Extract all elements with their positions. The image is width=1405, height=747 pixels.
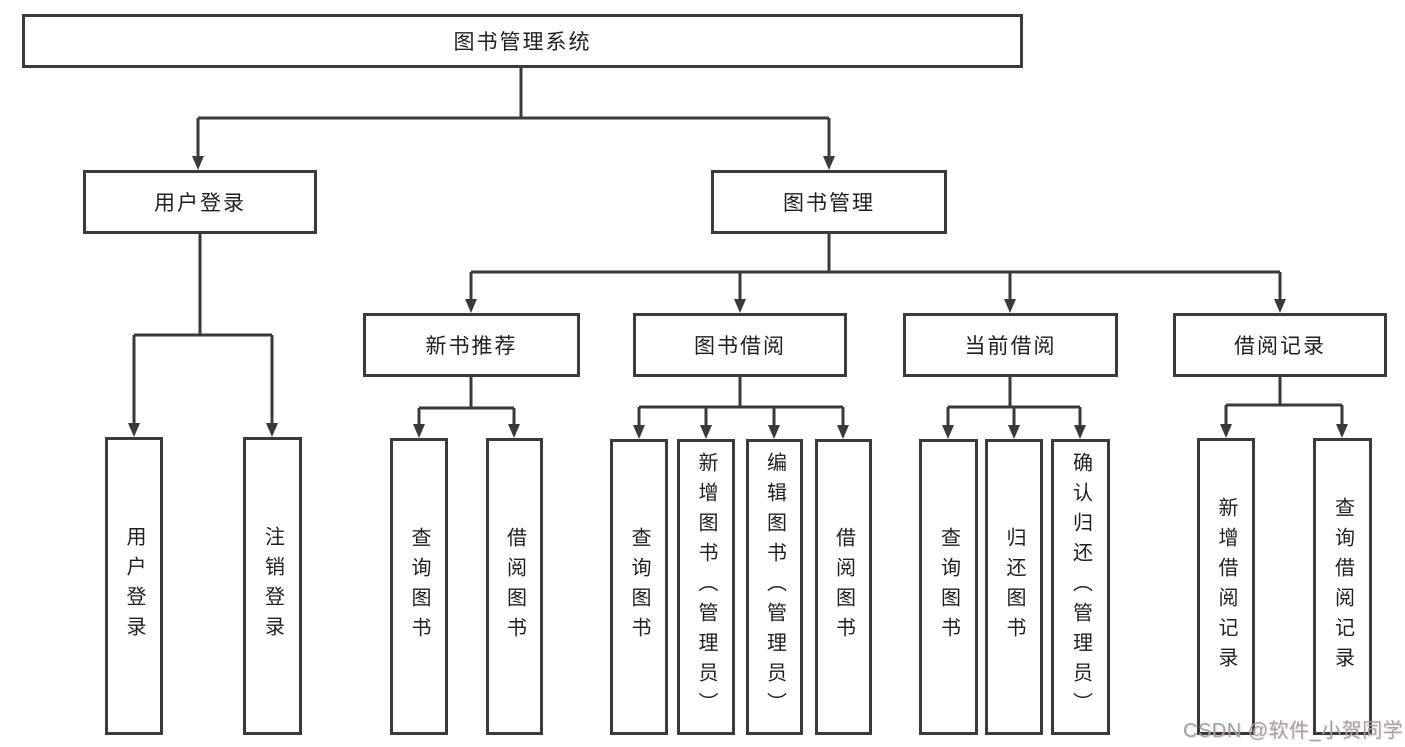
leaf-label: 查询图书	[408, 526, 430, 647]
csdn-watermark: CSDN @软件_小贺同学	[1183, 720, 1404, 742]
leaf-query-books: 查询图书	[390, 438, 448, 735]
node-current-borrow: 当前借阅	[903, 313, 1118, 377]
leaf-label: 编辑图书（管理员）	[763, 452, 786, 722]
leaf-label: 用户登录	[123, 526, 145, 646]
node-label: 当前借阅	[964, 335, 1057, 358]
node-user-login: 用户登录	[83, 170, 317, 234]
node-book-management: 图书管理	[711, 170, 947, 234]
leaf-add-books-admin: 新增图书（管理员）	[677, 439, 735, 735]
leaf-query-books: 查询图书	[610, 439, 668, 735]
leaf-label: 确认归还（管理员）	[1069, 452, 1092, 722]
leaf-confirm-return-admin: 确认归还（管理员）	[1051, 439, 1110, 735]
node-label: 新书推荐	[425, 335, 518, 358]
node-book-borrow: 图书借阅	[633, 313, 847, 377]
node-label: 图书管理系统	[453, 31, 592, 54]
leaf-label: 归还图书	[1003, 527, 1025, 647]
node-label: 图书管理	[783, 192, 875, 215]
arrowheads	[128, 156, 1348, 439]
leaf-label: 新增借阅记录	[1215, 496, 1237, 677]
node-root-system: 图书管理系统	[22, 14, 1023, 68]
leaf-user-login: 用户登录	[105, 437, 163, 735]
leaf-edit-books-admin: 编辑图书（管理员）	[746, 439, 803, 735]
leaf-label: 查询借阅记录	[1331, 496, 1354, 677]
leaf-query-borrow-record: 查询借阅记录	[1313, 438, 1372, 735]
node-new-book-recommend: 新书推荐	[363, 313, 580, 377]
leaf-label: 注销登录	[261, 526, 284, 646]
node-label: 用户登录	[154, 192, 246, 215]
leaf-logout: 注销登录	[243, 437, 302, 735]
leaf-query-books: 查询图书	[919, 439, 978, 735]
leaf-return-books: 归还图书	[985, 439, 1043, 735]
node-label: 图书借阅	[694, 335, 786, 358]
leaf-label: 查询图书	[628, 527, 650, 647]
leaf-label: 借阅图书	[503, 526, 526, 647]
node-label: 借阅记录	[1234, 335, 1326, 358]
leaf-add-borrow-record: 新增借阅记录	[1197, 438, 1255, 735]
leaf-borrow-books: 借阅图书	[815, 439, 872, 735]
leaf-label: 新增图书（管理员）	[695, 452, 717, 722]
node-borrow-records: 借阅记录	[1173, 313, 1387, 377]
leaf-borrow-books: 借阅图书	[486, 438, 543, 735]
leaf-label: 借阅图书	[832, 527, 855, 647]
leaf-label: 查询图书	[937, 527, 960, 647]
